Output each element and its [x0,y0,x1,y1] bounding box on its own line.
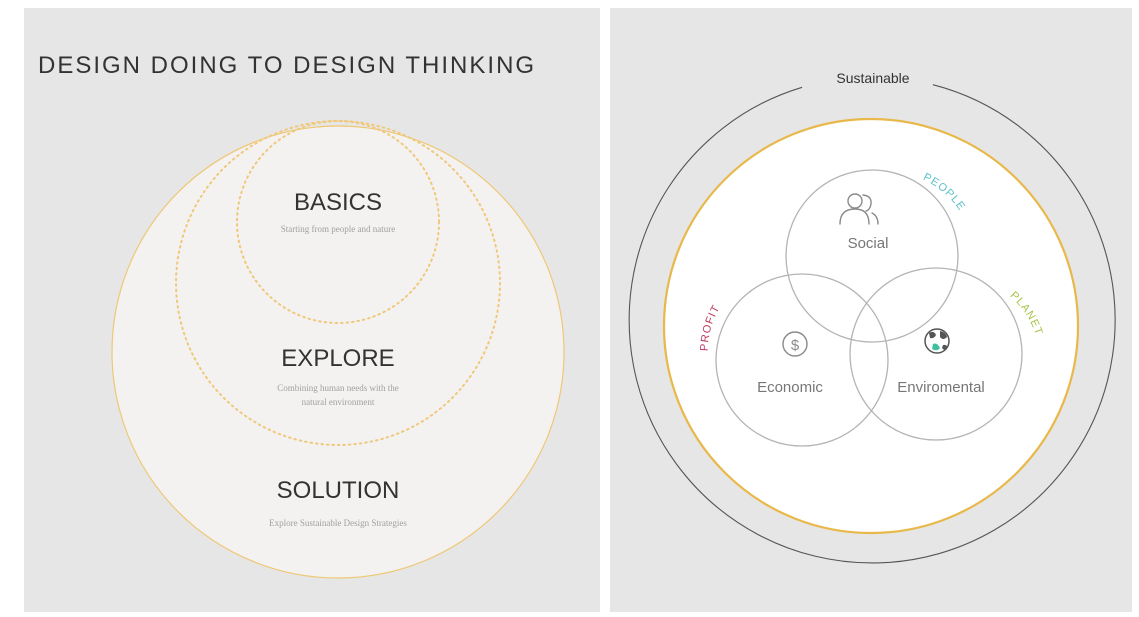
nested-circles-diagram: BASICS Starting from people and nature E… [111,120,565,579]
social-label: Social [848,235,889,252]
left-diagram-panel: DESIGN DOING TO DESIGN THINKING BASICS S… [24,8,600,612]
basics-circle [236,120,440,324]
environmental-label: Enviromental [897,379,985,396]
basics-heading: BASICS [294,189,382,216]
explore-description-line-2: natural environment [302,397,375,407]
economic-circle [715,273,889,447]
svg-text:$: $ [791,337,800,354]
sustainability-venn-diagram: Sustainable Social $ Economic En [628,70,1116,564]
economic-label: Economic [757,379,823,396]
explore-description-line-1: Combining human needs with the [277,383,399,393]
sustainable-outer-ring [628,84,1116,564]
explore-circle [175,120,501,446]
people-icon [839,193,879,225]
basics-description: Starting from people and nature [281,224,395,234]
right-diagram-panel: Sustainable Social $ Economic En [610,8,1132,612]
explore-heading: EXPLORE [281,345,394,372]
dollar-icon: $ [782,331,808,357]
solution-heading: SOLUTION [277,477,400,504]
environmental-circle [849,267,1023,441]
social-circle [785,169,959,343]
solution-description: Explore Sustainable Design Strategies [269,518,407,528]
diagram-title: DESIGN DOING TO DESIGN THINKING [38,52,537,79]
inner-white-circle [662,117,1080,535]
solution-circle [111,125,565,579]
sustainable-label: Sustainable [836,70,909,86]
globe-icon [924,328,950,354]
